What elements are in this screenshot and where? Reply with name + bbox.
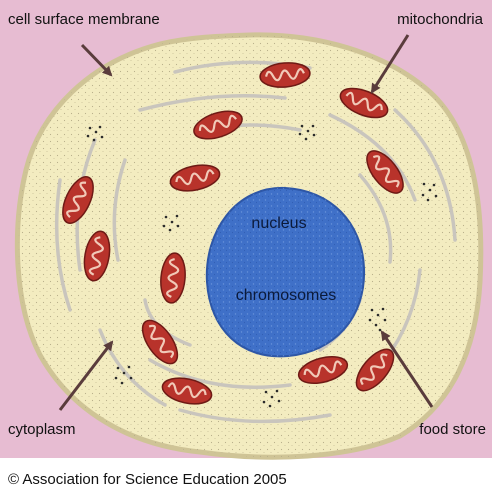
copyright-text: © Association for Science Education 2005 — [8, 471, 287, 488]
mitochondria-arrow — [370, 34, 410, 94]
cell: nucleus chromosomes — [14, 32, 484, 460]
pointer-arrows — [58, 34, 434, 411]
nucleus-label: nucleus — [251, 215, 306, 232]
mitochondria-label: mitochondria — [397, 11, 484, 28]
nucleus-texture — [206, 187, 365, 357]
cytoplasm-arrow — [58, 340, 114, 411]
food-store-arrow — [380, 330, 434, 408]
cell-membrane-label: cell surface membrane — [8, 11, 160, 28]
food-store-granules — [86, 124, 438, 408]
nucleus: nucleus chromosomes — [205, 186, 366, 358]
chromosomes-label: chromosomes — [236, 287, 336, 304]
reticulum-strands — [54, 60, 457, 424]
membrane-arrow — [80, 43, 113, 77]
food-store-label: food store — [419, 421, 486, 438]
cytoplasm-label: cytoplasm — [8, 421, 76, 438]
